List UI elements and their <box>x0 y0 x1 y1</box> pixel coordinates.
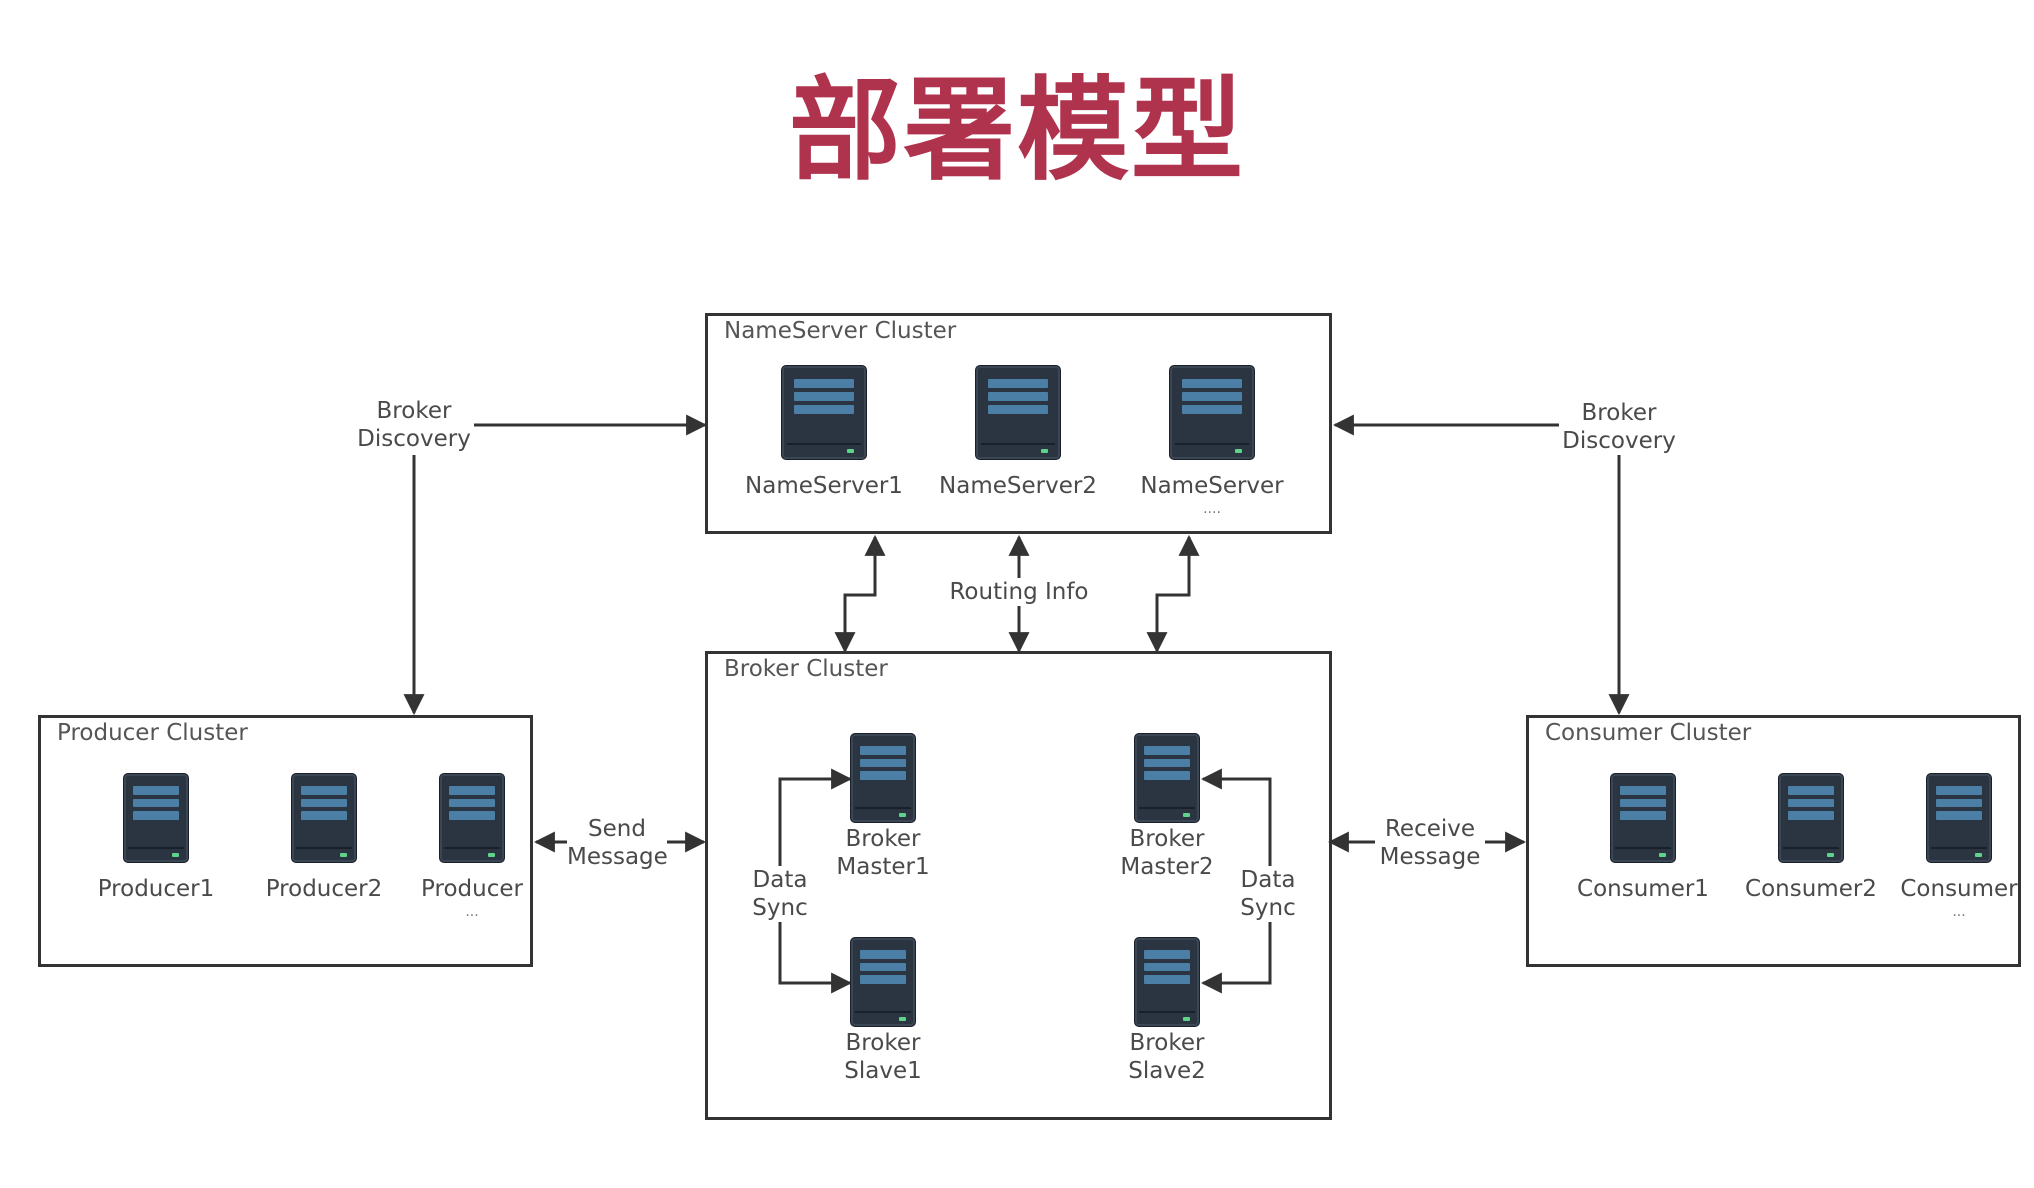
server-icon <box>439 773 505 863</box>
broker-master-2: Broker Master2 <box>1067 733 1267 881</box>
server-icon <box>850 733 916 823</box>
data-sync-left-label: Data Sync <box>722 866 838 922</box>
consumer-more: ... <box>1952 904 1966 920</box>
broker-cluster-label: Broker Cluster <box>724 656 888 682</box>
server-icon <box>1610 773 1676 863</box>
server-icon <box>781 365 867 460</box>
broker-master-2-label: Broker Master2 <box>1120 826 1214 880</box>
consumer-3-label: Consumer <box>1900 876 2018 902</box>
consumer-1: Consumer1 <box>1543 773 1743 903</box>
broker-discovery-right-label: Broker Discovery <box>1559 399 1679 455</box>
data-sync-right-label: Data Sync <box>1210 866 1326 922</box>
nameserver-cluster: NameServer Cluster <box>705 313 1332 534</box>
consumer-3: Consumer ... <box>1859 773 2034 919</box>
consumer-2-label: Consumer2 <box>1745 876 1877 902</box>
server-icon <box>1778 773 1844 863</box>
nameserver-1: NameServer1 <box>724 365 924 500</box>
server-icon <box>1134 733 1200 823</box>
producer-1: Producer1 <box>56 773 256 903</box>
nameserver-2: NameServer2 <box>918 365 1118 500</box>
producer-cluster: Producer Cluster <box>38 715 533 967</box>
page-title: 部署模型 <box>789 66 1245 196</box>
producer-3: Producer ... <box>372 773 572 919</box>
nameserver-3: NameServer .... <box>1112 365 1312 516</box>
producer-more: ... <box>465 904 479 920</box>
consumer-cluster: Consumer Cluster <box>1526 715 2021 967</box>
server-icon <box>1169 365 1255 460</box>
broker-slave-1-label: Broker Slave1 <box>844 1030 922 1084</box>
producer-cluster-label: Producer Cluster <box>57 720 248 746</box>
receive-message-label: Receive Message <box>1375 815 1485 871</box>
broker-slave-1: Broker Slave1 <box>783 937 983 1085</box>
nameserver-cluster-label: NameServer Cluster <box>724 318 957 344</box>
producer-3-label: Producer <box>421 876 523 902</box>
nameserver-3-label: NameServer <box>1140 473 1284 499</box>
consumer-cluster-label: Consumer Cluster <box>1545 720 1752 746</box>
broker-slave-2: Broker Slave2 <box>1067 937 1267 1085</box>
producer-2-label: Producer2 <box>265 876 383 902</box>
routing-arrow-left <box>834 534 886 654</box>
nameserver-1-label: NameServer1 <box>745 473 903 499</box>
nameserver-2-label: NameServer2 <box>939 473 1097 499</box>
server-icon <box>1926 773 1992 863</box>
routing-arrow-right <box>1146 534 1200 654</box>
broker-discovery-left-label: Broker Discovery <box>354 397 474 453</box>
broker-cluster: Broker Cluster <box>705 651 1332 1120</box>
server-icon <box>291 773 357 863</box>
consumer-2: Consumer2 <box>1711 773 1911 903</box>
consumer-1-label: Consumer1 <box>1577 876 1709 902</box>
server-icon <box>850 937 916 1027</box>
broker-slave-2-label: Broker Slave2 <box>1128 1030 1206 1084</box>
producer-2: Producer2 <box>224 773 424 903</box>
send-message-label: Send Message <box>567 815 668 871</box>
broker-master-1-label: Broker Master1 <box>836 826 930 880</box>
routing-info-label: Routing Info <box>944 578 1094 606</box>
broker-master-1: Broker Master1 <box>783 733 983 881</box>
server-icon <box>975 365 1061 460</box>
nameserver-more: .... <box>1203 501 1221 517</box>
server-icon <box>123 773 189 863</box>
server-icon <box>1134 937 1200 1027</box>
producer-1-label: Producer1 <box>97 876 215 902</box>
